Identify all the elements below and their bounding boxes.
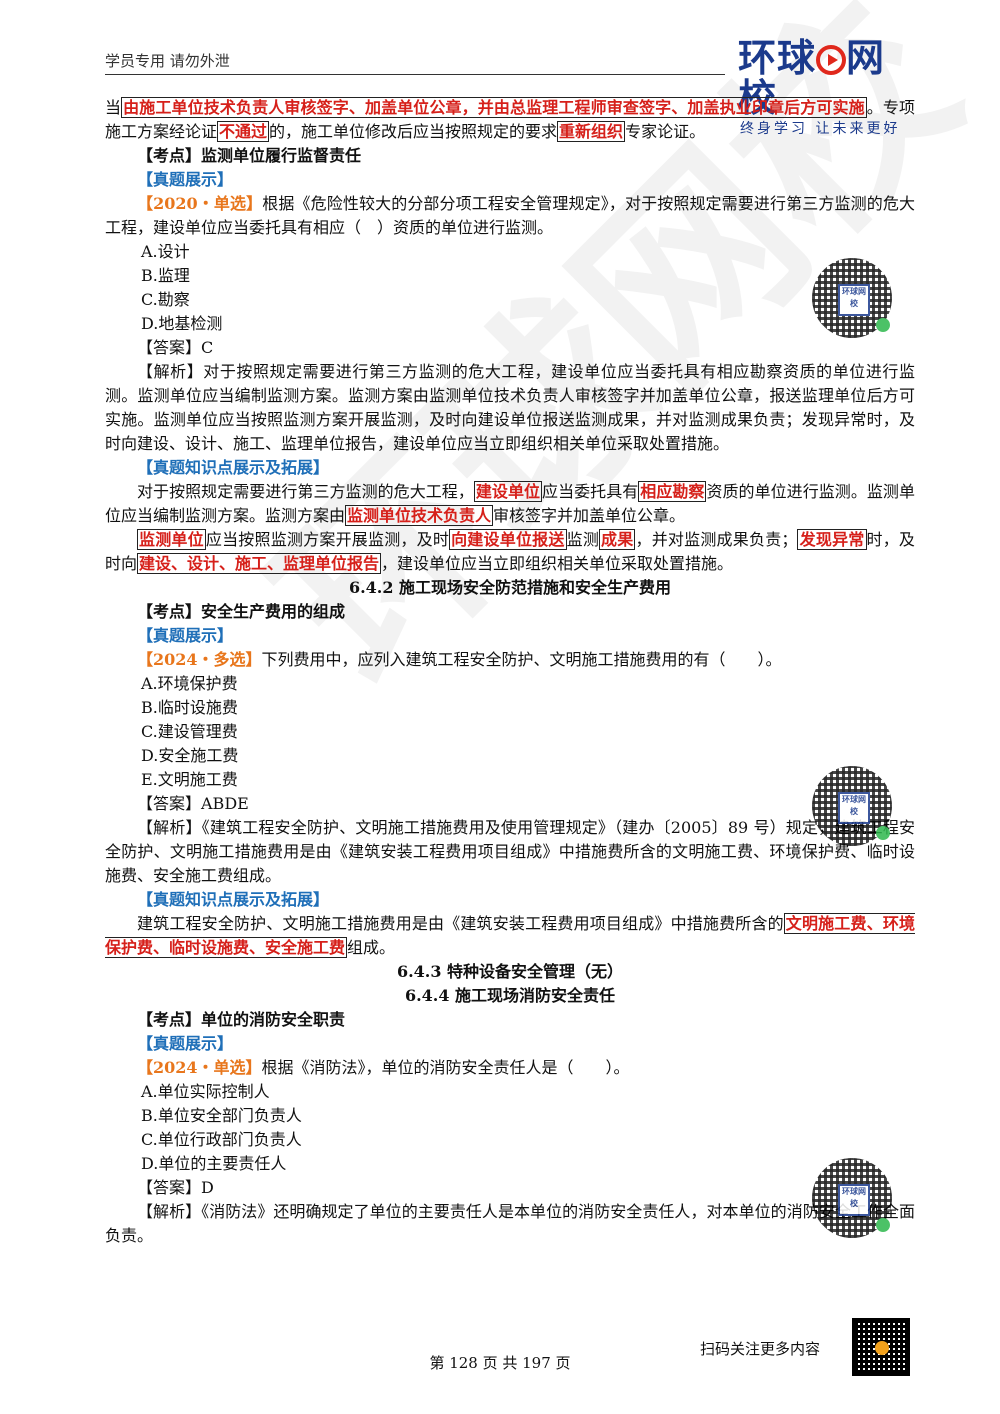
qr-logo: 环球网校 (838, 284, 870, 316)
option-b: B.临时设施费 (141, 698, 238, 717)
option-a: A.单位实际控制人 (141, 1082, 270, 1101)
extension-paragraph-2: 监测单位应当按照监测方案开展监测，及时向建设单位报送监测成果，并对监测成果负责；… (105, 529, 915, 574)
answer: 【答案】D (137, 1178, 214, 1197)
extension-heading: 【真题知识点展示及拓展】 (137, 890, 330, 909)
section-title-642: 6.4.2 施工现场安全防范措施和安全生产费用 (348, 578, 672, 597)
zhenti-heading: 【真题展示】 (137, 170, 234, 189)
wechat-icon (876, 1218, 890, 1232)
page-content: 当由施工单位技术负责人审核签字、加盖单位公章，并由总监理工程师审查签字、加盖执业… (105, 96, 915, 1248)
qr-logo: 环球网校 (838, 792, 870, 824)
scan-caption: 扫码关注更多内容 (700, 1340, 821, 1358)
extension-paragraph-1: 对于按照规定需要进行第三方监测的危大工程，建设单位应当委托具有相应勘察资质的单位… (105, 481, 915, 526)
play-icon (816, 45, 847, 75)
section-title-644: 6.4.4 施工现场消防安全责任 (404, 986, 616, 1005)
option-d: D.安全施工费 (141, 746, 239, 765)
option-b: B.监理 (141, 266, 190, 285)
wechat-qr-code[interactable]: 环球网校 (812, 258, 892, 338)
page-number: 第 128 页 共 197 页 (429, 1354, 571, 1372)
extension-heading: 【真题知识点展示及拓展】 (137, 458, 330, 477)
kaodian-heading: 【考点】监测单位履行监督责任 (137, 146, 362, 165)
follow-qr-code[interactable] (852, 1318, 910, 1376)
brand-logo: 环球网校 终身学习 让未来更好 (738, 36, 918, 137)
option-a: A.环境保护费 (141, 674, 238, 693)
wechat-qr-code[interactable]: 环球网校 (812, 766, 892, 846)
paragraph-intro: 当由施工单位技术负责人审核签字、加盖单位公章，并由总监理工程师审查签字、加盖执业… (105, 97, 915, 142)
kaodian-heading: 【考点】安全生产费用的组成 (137, 602, 346, 621)
zhenti-heading: 【真题展示】 (137, 626, 234, 645)
kaodian-heading: 【考点】单位的消防安全职责 (137, 1010, 346, 1029)
section-title-643: 6.4.3 特种设备安全管理（无） (396, 962, 624, 981)
logo-slogan: 终身学习 让未来更好 (740, 121, 901, 137)
option-d: D.地基检测 (141, 314, 223, 333)
question-text: 【2024・单选】根据《消防法》，单位的消防安全责任人是（ ）。 (137, 1058, 630, 1077)
question-text: 【2020・单选】根据《危险性较大的分部分项工程安全管理规定》，对于按照规定需要… (105, 194, 915, 237)
option-a: A.设计 (141, 242, 190, 261)
qr-logo-icon (875, 1341, 889, 1355)
wechat-icon (876, 318, 890, 332)
header-divider (105, 74, 725, 75)
option-e: E.文明施工费 (141, 770, 238, 789)
option-b: B.单位安全部门负责人 (141, 1106, 302, 1125)
option-d: D.单位的主要责任人 (141, 1154, 287, 1173)
answer: 【答案】ABDE (137, 794, 249, 813)
wechat-qr-code[interactable]: 环球网校 (812, 1158, 892, 1238)
analysis: 【解析】《建筑工程安全防护、文明施工措施费用及使用管理规定》（建办〔2005〕8… (105, 818, 915, 885)
extension-paragraph: 建筑工程安全防护、文明施工措施费用是由《建筑安装工程费用项目组成》中措施费所含的… (105, 913, 915, 958)
logo-text-a: 环球 (738, 36, 817, 80)
logo-text-b: 网校 (738, 36, 886, 120)
option-c: C.建设管理费 (141, 722, 238, 741)
analysis: 【解析】对于按照规定需要进行第三方监测的危大工程，建设单位应当委托具有相应勘察资… (105, 362, 915, 453)
option-c: C.单位行政部门负责人 (141, 1130, 302, 1149)
qr-logo: 环球网校 (838, 1184, 870, 1216)
page-header: 学员专用 请勿外泄 (105, 46, 905, 76)
question-text: 【2024・多选】下列费用中，应列入建筑工程安全防护、文明施工措施费用的有（ ）… (137, 650, 782, 669)
answer: 【答案】C (137, 338, 214, 357)
header-notice: 学员专用 请勿外泄 (105, 52, 230, 70)
option-c: C.勘察 (141, 290, 190, 309)
analysis: 【解析】《消防法》还明确规定了单位的主要责任人是本单位的消防安全责任人，对本单位… (105, 1202, 915, 1245)
zhenti-heading: 【真题展示】 (137, 1034, 234, 1053)
wechat-icon (876, 826, 890, 840)
